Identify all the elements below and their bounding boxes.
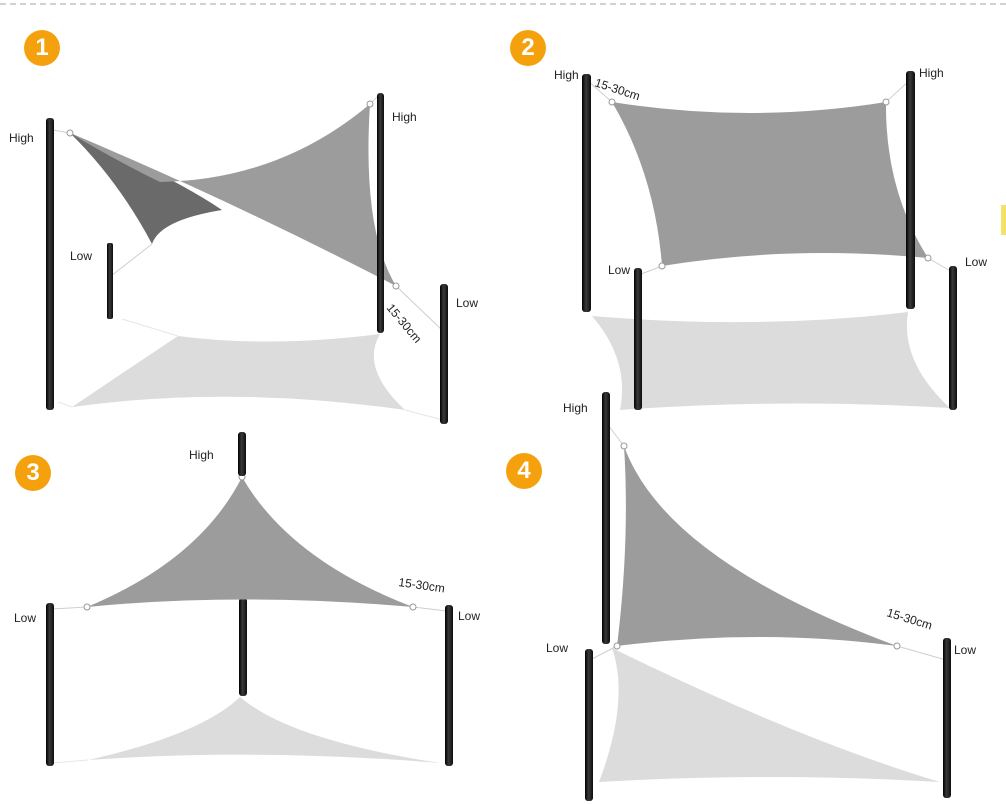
corner-ring: [613, 642, 621, 650]
pole: [634, 268, 642, 410]
corner-ring: [924, 254, 932, 262]
sail: [612, 102, 928, 266]
label-low: Low: [965, 255, 987, 269]
sail: [617, 446, 897, 646]
step-number: 2: [521, 34, 535, 61]
rope: [589, 645, 618, 661]
diagram-2: High High Low Low 15-30cm: [554, 66, 987, 410]
corner-ring: [409, 603, 417, 611]
corner-ring: [882, 98, 890, 106]
label-high: High: [392, 110, 417, 124]
distance-label: 15-30cm: [398, 575, 446, 595]
pole: [46, 118, 54, 410]
pole: [582, 74, 591, 312]
rope: [51, 759, 89, 764]
sail-shadow: [592, 312, 950, 410]
step-badge: 1: [24, 30, 60, 66]
dashed-divider: [0, 3, 1006, 5]
rope: [110, 243, 153, 277]
diagram-3: High Low Low 15-30cm: [14, 432, 480, 766]
sail-shadow: [599, 648, 940, 782]
corner-ring: [392, 282, 400, 290]
rope: [587, 80, 613, 103]
pole: [377, 93, 384, 333]
rope: [896, 645, 947, 661]
pole: [46, 603, 54, 766]
pole: [585, 649, 593, 801]
corner-ring: [83, 603, 91, 611]
pole: [445, 605, 453, 766]
edge-accent: [1001, 205, 1006, 235]
label-high: High: [189, 448, 214, 462]
corner-ring: [620, 442, 628, 450]
step-number: 1: [35, 34, 49, 61]
pole: [440, 284, 448, 424]
label-low: Low: [456, 296, 478, 310]
sail: [87, 477, 413, 607]
rope: [121, 318, 179, 337]
corner-ring: [366, 100, 374, 108]
step-number: 4: [517, 457, 531, 484]
label-low: Low: [608, 263, 630, 277]
corner-ring: [893, 642, 901, 650]
step-badge: 3: [15, 455, 51, 491]
label-high: High: [919, 66, 944, 80]
rope: [395, 285, 444, 332]
rope: [927, 257, 953, 273]
sail-shadow: [72, 334, 405, 410]
sail-dark-flap: [70, 133, 222, 244]
pole: [238, 432, 246, 476]
step-badge: 4: [506, 453, 542, 489]
rope: [607, 424, 625, 447]
label-low: Low: [70, 249, 92, 263]
step-badge: 2: [510, 30, 546, 66]
rope: [51, 606, 88, 610]
label-high: High: [554, 68, 579, 82]
label-low: Low: [954, 643, 976, 657]
sail-shadow: [88, 697, 440, 763]
pole: [906, 71, 915, 309]
corner-ring: [66, 129, 74, 137]
rope: [412, 606, 448, 612]
label-low: Low: [458, 609, 480, 623]
corner-ring: [608, 98, 616, 106]
pole: [239, 598, 247, 696]
rope: [404, 409, 444, 421]
label-high: High: [563, 401, 588, 415]
label-low: Low: [14, 611, 36, 625]
corner-ring: [658, 262, 666, 270]
pole: [602, 392, 610, 644]
diagram-1: High High Low Low 15-30cm: [9, 93, 478, 424]
diagram-4: High Low Low 15-30cm: [546, 392, 976, 801]
step-number: 3: [26, 459, 40, 486]
distance-label: 15-30cm: [885, 605, 934, 632]
label-high: High: [9, 131, 34, 145]
sail: [70, 104, 396, 286]
pole: [949, 266, 957, 410]
rope: [57, 401, 73, 408]
pole: [943, 638, 951, 798]
distance-label: 15-30cm: [593, 76, 642, 104]
label-low: Low: [546, 641, 568, 655]
pole: [107, 243, 113, 319]
